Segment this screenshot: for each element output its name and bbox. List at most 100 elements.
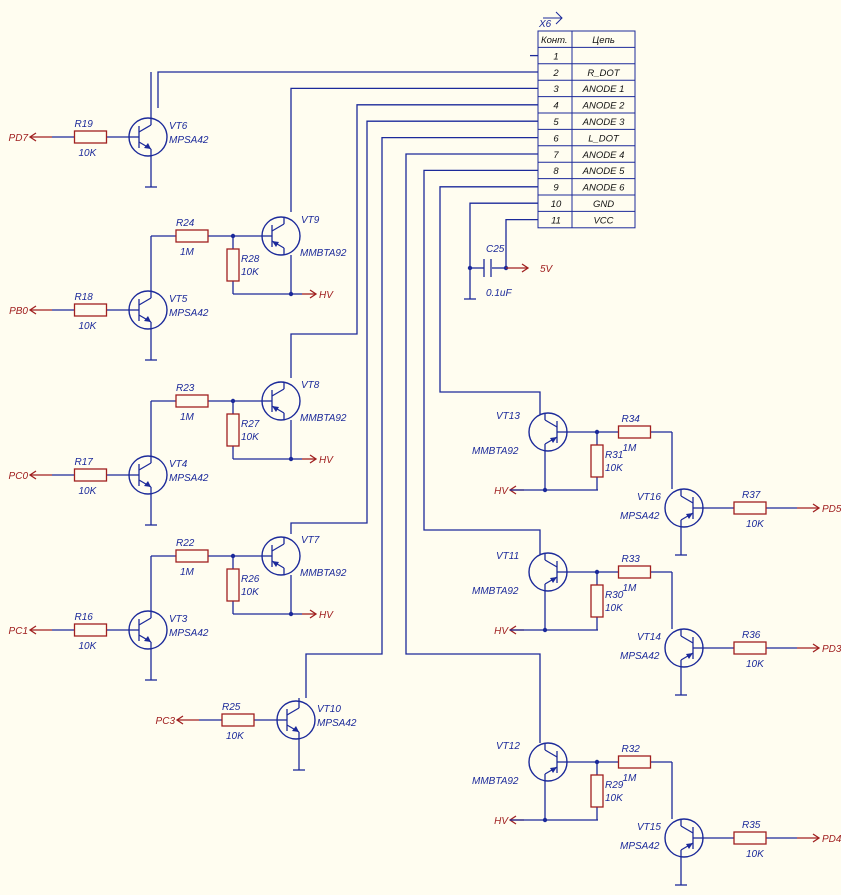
resistor-ref: R25 [222,702,241,713]
resistor-r26 [226,568,240,602]
resistor-value: 1M [623,583,638,594]
table-net: ANODE 2 [582,101,625,112]
emitter-arrow [292,726,299,732]
hv-label: HV [319,610,334,621]
resistor-value: 10K [746,849,765,860]
table-pin: 11 [551,215,561,226]
hv-arrow [309,609,318,619]
5v-label: 5V [540,264,554,275]
resistor-value: 10K [79,486,98,497]
emitter-arrow [144,636,151,642]
table-net: GND [593,199,614,210]
resistor-ref: R32 [622,744,641,755]
resistor-value: 10K [241,432,260,443]
table-header-net: Цепь [592,35,615,46]
table-net: ANODE 3 [582,117,625,128]
resistor-r35 [733,831,767,845]
port-label: PD3 [822,644,841,655]
resistor-value: 10K [746,519,765,530]
resistor-ref: R17 [75,457,94,468]
table-net: ANODE 5 [582,166,625,177]
resistor-ref: R35 [742,820,761,831]
table-net: R_DOT [587,68,620,79]
resistor-value: 10K [79,321,98,332]
table-pin: 4 [553,101,558,112]
table-net: ANODE 1 [582,84,625,95]
resistor-value: 1M [180,247,195,258]
wire [423,169,541,556]
resistor-value: 10K [226,731,245,742]
collector-lead [544,559,558,568]
table-pin: 5 [553,117,559,128]
hv-label: HV [319,290,334,301]
resistor-value: 10K [79,641,98,652]
resistor-r19 [73,130,108,144]
resistor-value: 1M [180,567,195,578]
resistor-value: 1M [623,773,638,784]
emitter-arrow [550,437,557,443]
transistor-ref: VT7 [301,535,320,546]
wire [505,218,538,268]
transistor-ref: VT16 [637,492,661,503]
table-pin: 6 [553,133,559,144]
resistor-r28 [226,248,240,282]
transistor-ref: VT11 [496,551,519,562]
wire [439,186,541,415]
transistor-ref: VT5 [169,294,188,305]
table-net: L_DOT [588,133,620,144]
hv-label: HV [319,455,334,466]
resistor-value: 1M [180,412,195,423]
port-label: PC0 [9,471,29,482]
port-arrow [812,503,821,513]
transistor-ref: VT3 [169,614,188,625]
resistor-r34 [617,425,652,439]
transistor-type: MPSA42 [317,718,357,729]
collector-lead [271,543,285,552]
transistor-ref: VT10 [317,704,341,715]
emitter-arrow [550,577,557,583]
transistor-ref: VT6 [169,121,188,132]
resistor-ref: R37 [742,490,761,501]
collector-lead [271,223,285,232]
transistor-type: MPSA42 [620,651,660,662]
resistor-ref: R27 [241,419,260,430]
table-net: ANODE 6 [582,183,625,194]
transistor-ref: VT8 [301,380,320,391]
collector-lead [286,707,300,716]
port-arrow [28,625,37,635]
resistor-ref: R23 [176,383,195,394]
table-pin: 10 [551,199,562,210]
resistor-ref: R26 [241,574,260,585]
collector-lead [544,749,558,758]
resistor-ref: R28 [241,254,260,265]
wire [157,71,538,108]
port-label: PB0 [9,306,28,317]
resistor-value: 10K [241,587,260,598]
resistor-r18 [73,303,108,317]
resistor-ref: R16 [75,612,94,623]
resistor-ref: R22 [176,538,195,549]
hv-label: HV [494,816,509,827]
resistor-ref: R36 [742,630,761,641]
resistor-ref: R31 [605,450,623,461]
hv-label: HV [494,626,509,637]
emitter-arrow [686,653,693,659]
transistor-ref: VT14 [637,632,661,643]
resistor-r31 [590,444,604,478]
collector-lead [138,462,152,471]
table-header-pin: Конт. [541,35,568,46]
resistor-r22 [175,549,209,563]
resistor-r30 [590,584,604,618]
resistor-value: 10K [746,659,765,670]
table-pin: 9 [553,183,559,194]
transistor-type: MMBTA92 [472,446,519,457]
transistor-type: MPSA42 [169,473,209,484]
collector-lead [680,495,694,504]
table-net: VCC [593,215,613,226]
emitter-arrow [144,481,151,487]
wire [405,153,541,743]
port-arrow [28,470,37,480]
resistor-value: 1M [623,443,638,454]
